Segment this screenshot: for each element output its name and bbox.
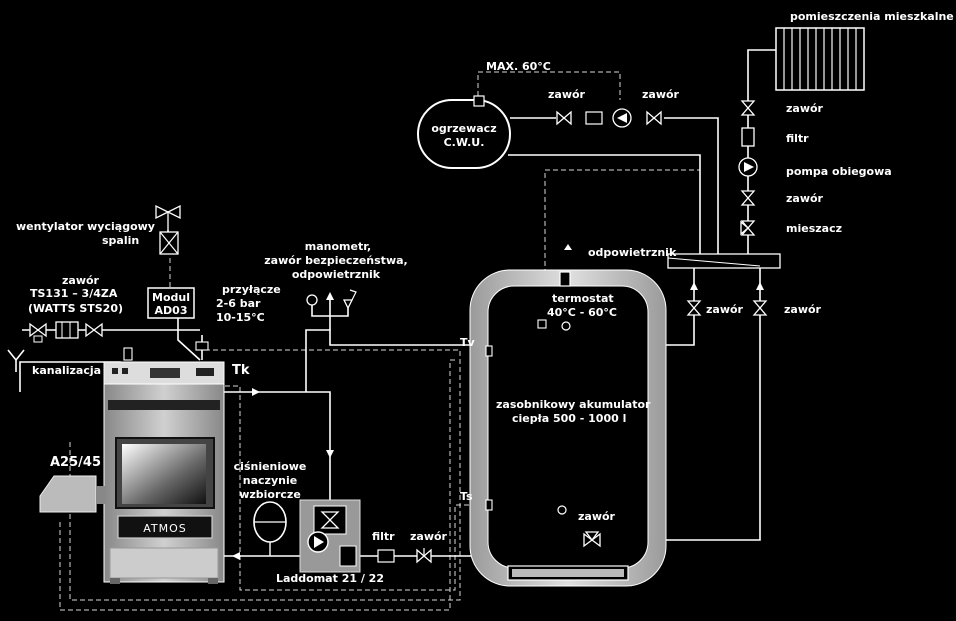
fan-label-1: wentylator wyciągowy (16, 220, 155, 233)
manometer-label-3: odpowietrznik (292, 268, 381, 281)
filter-icon (377, 549, 395, 563)
safety-valve-icon (342, 289, 357, 310)
burner-label: A25/45 (50, 455, 101, 470)
vent-arrow-icon (326, 292, 334, 300)
vessel-label-1: ciśnieniowe (234, 460, 307, 473)
radiator-icon (775, 27, 865, 91)
pump-label: pompa obiegowa (786, 165, 892, 178)
valve-icon (646, 110, 662, 126)
valve-icon (686, 300, 702, 316)
burner-icon (39, 475, 106, 513)
boiler-icon (103, 361, 225, 584)
manometer-label-2: zawór bezpieczeństwa, (264, 254, 407, 267)
ts-sensor-icon (485, 499, 493, 511)
pump-icon (612, 108, 632, 128)
mixer-icon (583, 531, 601, 548)
modul-label-1: Modul (152, 291, 190, 304)
valve-top-right-label: zawór (642, 88, 680, 101)
flow-arrow-icon (326, 450, 334, 458)
fan-icon (155, 204, 181, 255)
vent-label: odpowietrznik (588, 246, 677, 259)
thermal-valve-assembly (29, 321, 103, 343)
laddomat-icon (299, 499, 361, 573)
vessel-label-2: naczynie (243, 474, 297, 487)
filter-icon (585, 111, 603, 125)
valve-icon (740, 100, 756, 116)
sensor-icon (557, 505, 567, 515)
manometer-label-1: manometr, (305, 240, 371, 253)
mixer-label: mieszacz (786, 222, 842, 235)
drain-icon (7, 349, 25, 372)
ts131-label-2: TS131 – 3/4ZA (30, 287, 118, 300)
valve-icon (752, 300, 768, 316)
heater-label-1: ogrzewacz (431, 122, 496, 135)
filter-bottom-label: filtr (372, 530, 395, 543)
mixer-icon (740, 220, 756, 236)
drain-label: kanalizacja (32, 364, 101, 377)
heater-label-2: C.W.U. (444, 136, 485, 149)
tv-sensor-icon (485, 345, 493, 357)
connection-label-1: przyłącze (222, 283, 281, 296)
boiler-brand-label: ATMOS (143, 522, 187, 535)
accumulator-label-1: zasobnikowy akumulator (496, 398, 651, 411)
vessel-label-3: wzbiorcze (239, 488, 301, 501)
modul-box (147, 287, 195, 319)
dhw-heater-icon (417, 95, 511, 169)
connection-label-3: 10-15°C (216, 311, 265, 324)
flow-arrow-icon (232, 552, 240, 560)
flow-arrow-icon (252, 388, 260, 396)
accumulator-label-2: ciepła 500 - 1000 l (512, 412, 626, 425)
thermostat-label-1: termostat (552, 292, 614, 305)
accumulator-tank-icon (469, 269, 667, 587)
thermostat-label-2: 40°C - 60°C (547, 306, 617, 319)
ts131-label-1: zawór (62, 274, 100, 287)
ts131-label-3: (WATTS STS20) (28, 302, 123, 315)
ts-label: Ts (460, 490, 473, 503)
expansion-vessel-icon (253, 501, 287, 556)
valve-bottom-label: zawór (578, 510, 616, 523)
valve-connector-icon (123, 347, 133, 361)
rooms-label: pomieszczenia mieszkalne (790, 10, 954, 23)
laddomat-label: Laddomat 21 / 22 (276, 572, 384, 585)
valve-mid-label: zawór (706, 303, 744, 316)
valve-far-right-label: zawór (784, 303, 822, 316)
manifold (667, 253, 781, 269)
vent-arrow-icon (564, 244, 572, 250)
max-temp-label: MAX. 60°C (486, 60, 551, 73)
valve-top-left-label: zawór (548, 88, 586, 101)
water-connector-icon (195, 341, 209, 351)
flow-arrow-icon (756, 282, 764, 290)
sensor-icon (561, 321, 571, 331)
valve-bottom-left-label: zawór (410, 530, 448, 543)
modul-label-2: AD03 (155, 304, 188, 317)
filter-icon (741, 127, 755, 147)
valve-icon (556, 110, 572, 126)
valve-right-2-label: zawór (786, 192, 824, 205)
valve-icon (416, 548, 432, 564)
flow-arrow-icon (690, 282, 698, 290)
connection-label-2: 2-6 bar (216, 297, 261, 310)
pump-icon (738, 157, 758, 177)
thermostat-icon (537, 319, 547, 329)
valve-right-1-label: zawór (786, 102, 824, 115)
tk-label: Tk (232, 363, 250, 378)
filter-right-label: filtr (786, 132, 809, 145)
valve-icon (740, 190, 756, 206)
manometer-icon (306, 294, 318, 306)
tv-label: Tv (460, 336, 476, 349)
fan-label-2: spalin (102, 234, 139, 247)
